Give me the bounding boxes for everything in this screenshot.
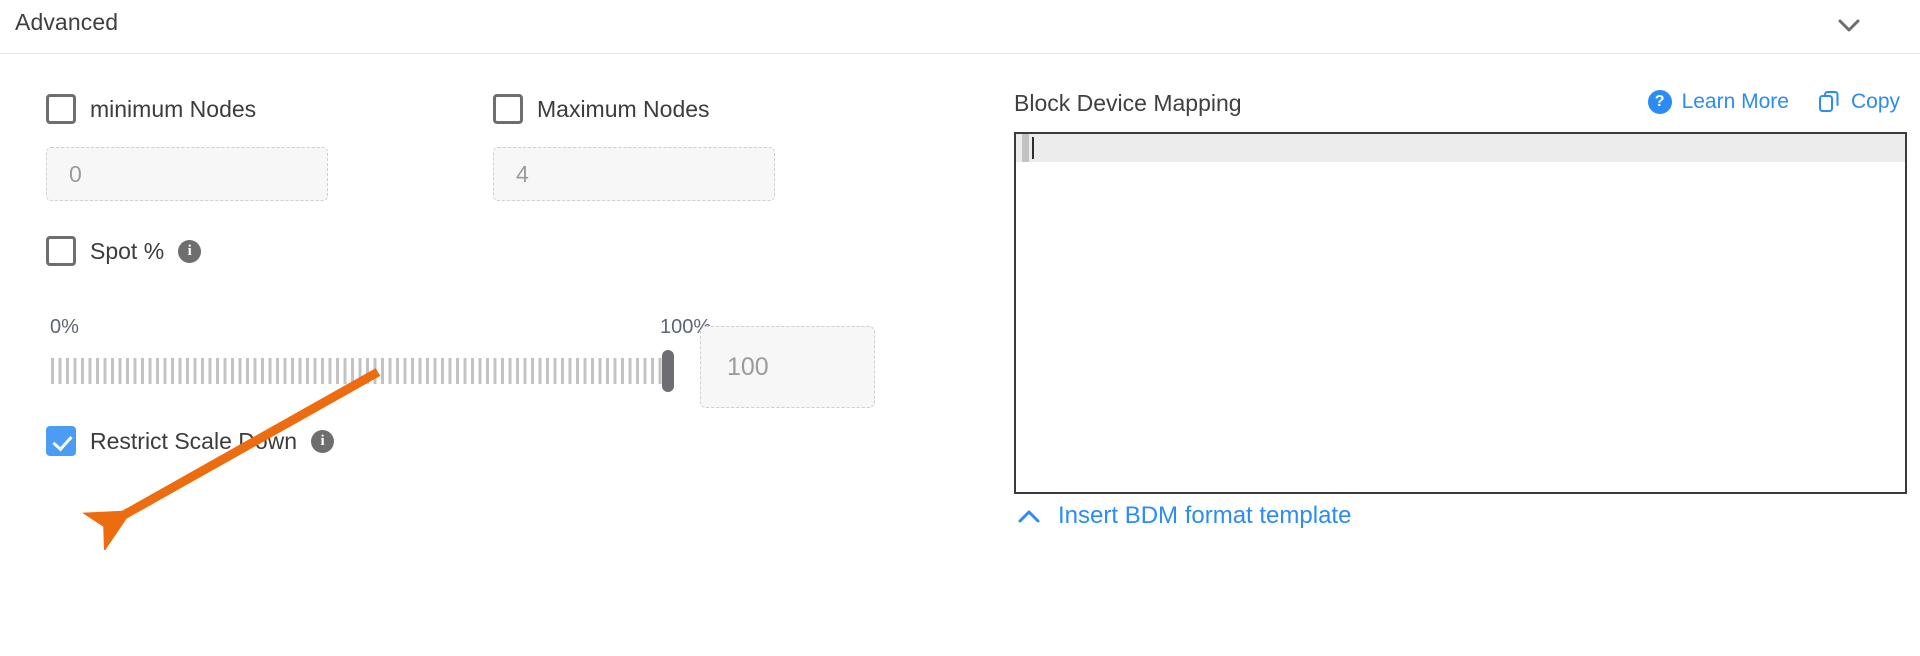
minimum-nodes-checkbox[interactable] bbox=[46, 94, 76, 124]
insert-bdm-template-button[interactable]: Insert BDM format template bbox=[1014, 502, 1351, 530]
page-title: Advanced bbox=[15, 9, 119, 35]
chevron-up-icon bbox=[1014, 505, 1044, 527]
block-device-mapping-actions: ? Learn More Copy bbox=[1647, 90, 1900, 114]
slider-track[interactable] bbox=[51, 358, 669, 384]
block-device-mapping-title: Block Device Mapping bbox=[1014, 90, 1242, 116]
restrict-scale-down-checkbox-row[interactable]: Restrict Scale Down i bbox=[46, 424, 335, 458]
minimum-nodes-input[interactable]: 0 bbox=[46, 147, 328, 201]
minimum-nodes-checkbox-row[interactable]: minimum Nodes bbox=[46, 92, 328, 126]
block-device-mapping-header: Block Device Mapping ? Learn More Copy bbox=[1014, 90, 1904, 122]
learn-more-link[interactable]: Learn More bbox=[1681, 90, 1789, 113]
editor-content[interactable] bbox=[1016, 162, 1905, 492]
advanced-section-header[interactable]: Advanced bbox=[0, 0, 1920, 54]
spot-percent-checkbox[interactable] bbox=[46, 236, 76, 266]
editor-caret bbox=[1032, 137, 1034, 159]
info-icon[interactable]: i bbox=[178, 239, 202, 263]
block-device-mapping-editor[interactable] bbox=[1014, 132, 1907, 494]
slider-scale-labels: 0% 100% bbox=[46, 316, 736, 342]
restrict-scale-down-label: Restrict Scale Down bbox=[90, 427, 298, 454]
maximum-nodes-checkbox[interactable] bbox=[493, 94, 523, 124]
block-device-mapping-column: Block Device Mapping ? Learn More Copy bbox=[1000, 54, 1920, 656]
spot-percent-slider-block: 0% 100% 100 bbox=[46, 316, 946, 408]
editor-gutter-marker bbox=[1022, 134, 1029, 162]
minimum-nodes-group: minimum Nodes 0 bbox=[46, 92, 328, 201]
slider-thumb[interactable] bbox=[662, 350, 674, 392]
restrict-scale-down-group: Restrict Scale Down i bbox=[46, 424, 335, 458]
copy-link[interactable]: Copy bbox=[1850, 90, 1900, 113]
insert-bdm-template-label: Insert BDM format template bbox=[1058, 502, 1352, 529]
maximum-nodes-input[interactable]: 4 bbox=[493, 147, 775, 201]
maximum-nodes-checkbox-row[interactable]: Maximum Nodes bbox=[493, 92, 775, 126]
editor-active-line bbox=[1016, 134, 1905, 162]
info-icon[interactable]: i bbox=[311, 429, 335, 453]
maximum-nodes-label: Maximum Nodes bbox=[537, 95, 710, 122]
spot-percent-group: Spot % i bbox=[46, 234, 202, 268]
advanced-left-column: minimum Nodes 0 Maximum Nodes 4 Spot % i… bbox=[0, 54, 1000, 656]
chevron-down-icon[interactable] bbox=[1832, 10, 1866, 40]
spot-percent-label: Spot % bbox=[90, 237, 165, 264]
slider-value-input[interactable]: 100 bbox=[700, 326, 875, 408]
minimum-nodes-label: minimum Nodes bbox=[90, 95, 257, 122]
slider-row: 100 bbox=[46, 326, 946, 408]
maximum-nodes-group: Maximum Nodes 4 bbox=[493, 92, 775, 201]
spot-percent-checkbox-row[interactable]: Spot % i bbox=[46, 234, 202, 268]
restrict-scale-down-checkbox[interactable] bbox=[46, 426, 76, 456]
slider-max-label: 100% bbox=[660, 316, 712, 338]
copy-icon[interactable] bbox=[1817, 90, 1841, 114]
slider-min-label: 0% bbox=[50, 316, 79, 338]
help-question-icon[interactable]: ? bbox=[1647, 90, 1672, 114]
